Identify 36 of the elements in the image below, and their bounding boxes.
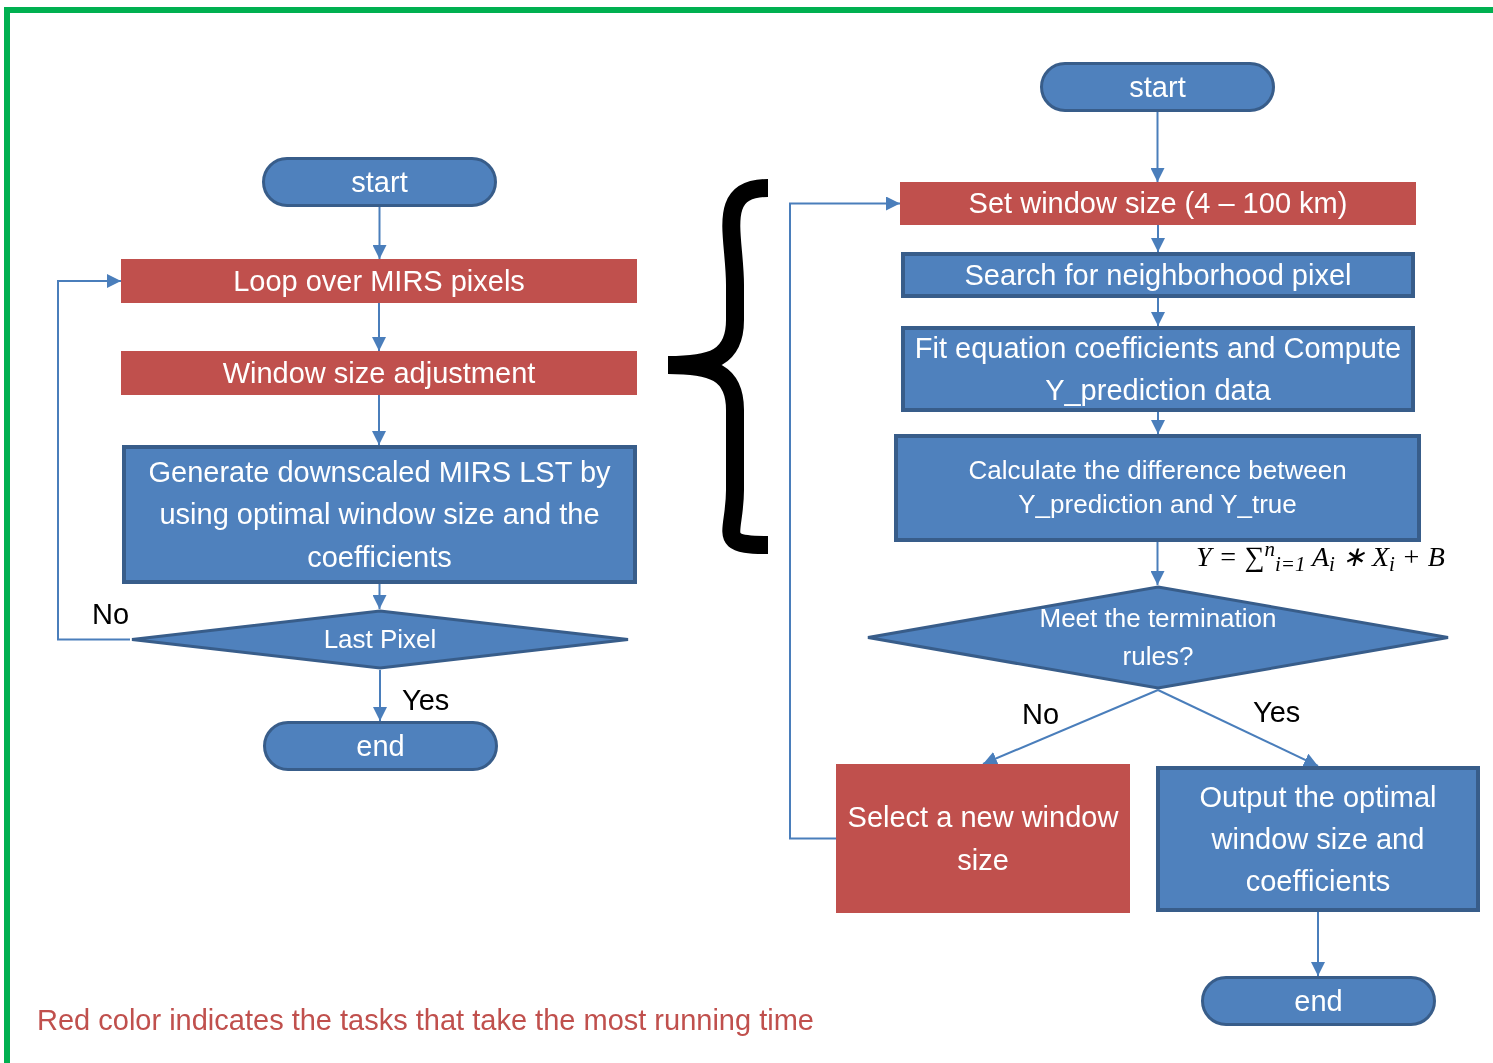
arrow xyxy=(1151,297,1165,327)
terminal-pill: end xyxy=(1201,976,1436,1026)
process-box: Output the optimal window size and coefficients xyxy=(1156,766,1480,912)
arrow xyxy=(372,394,386,446)
edge-label: Yes xyxy=(402,686,450,715)
note-text: Red color indicates the tasks that take the most running time xyxy=(37,1006,814,1035)
arrow xyxy=(373,669,387,722)
edge-label: No xyxy=(1022,700,1060,729)
decision-text: Last Pixel xyxy=(323,622,437,656)
arrow xyxy=(1311,911,1325,977)
terminal-pill: end xyxy=(263,721,498,771)
arrow xyxy=(1157,689,1319,767)
formula: Y = ∑$^{n}$$_{i=1}$ A$_{i}$ ∗ X$_{i}$ + B xyxy=(1196,543,1445,571)
edge-label: Yes xyxy=(1253,698,1301,727)
arrow xyxy=(1150,541,1165,586)
arrow xyxy=(982,689,1159,765)
arrow xyxy=(1151,411,1165,435)
process-box: Window size adjustment xyxy=(121,351,637,395)
decision-text: Meet the termination rules? xyxy=(1038,601,1278,673)
terminal-pill: start xyxy=(262,157,497,207)
process-box: Generate downscaled MIRS LST by using optimal window size and the coefficients xyxy=(122,445,637,584)
arrow xyxy=(1150,111,1165,183)
process-box: Search for neighborhood pixel xyxy=(901,252,1415,298)
arrow xyxy=(1151,224,1165,253)
edge-label: No xyxy=(92,600,130,629)
process-box: Set window size (4 – 100 km) xyxy=(900,182,1416,225)
arrow xyxy=(372,583,387,610)
arrow xyxy=(372,206,387,260)
process-box: Calculate the difference between Y_prediction and Y_true xyxy=(894,434,1421,542)
process-box: Loop over MIRS pixels xyxy=(121,259,637,303)
process-box: Fit equation coefficients and Compute Y_prediction data xyxy=(901,326,1415,412)
arrow xyxy=(789,196,901,840)
terminal-pill: start xyxy=(1040,62,1275,112)
process-box: Select a new window size xyxy=(836,764,1130,913)
arrow xyxy=(372,302,386,352)
arrow xyxy=(57,274,131,641)
